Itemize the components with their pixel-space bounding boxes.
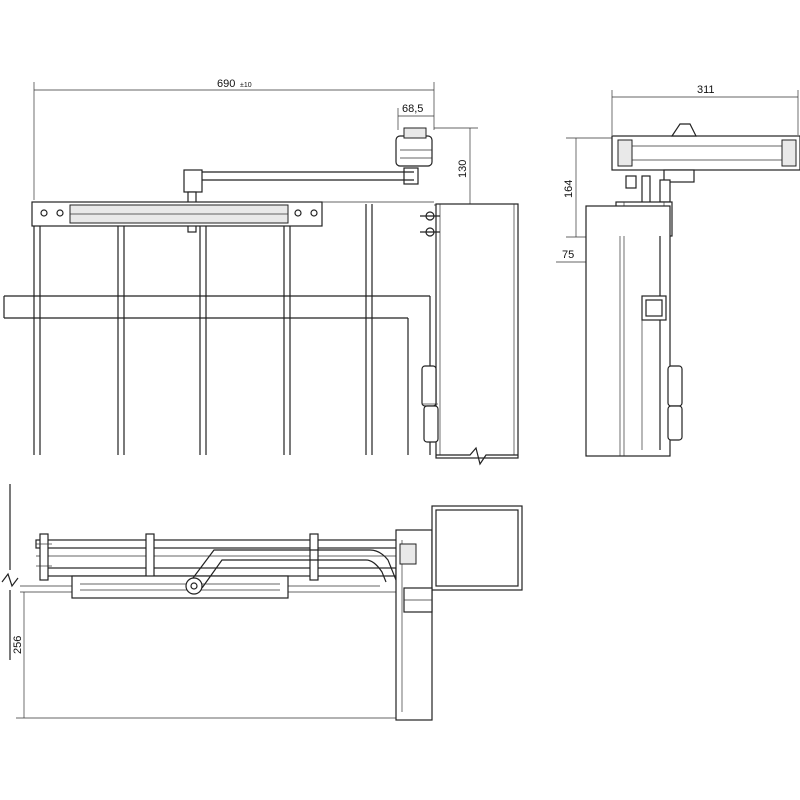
gate-bars (33, 204, 373, 455)
mounting-plate-front (31, 201, 434, 227)
plan-rails (35, 539, 399, 577)
dimension-label-68-5: 68,5 (402, 103, 423, 115)
post-front (420, 203, 519, 466)
front-view: 690 ±10 68,5 130 (3, 78, 519, 466)
post-plan (395, 505, 523, 721)
hinge-side (667, 365, 683, 441)
hinge-front (421, 365, 439, 443)
plan-bolts (36, 533, 319, 581)
dimension-311: 311 (611, 84, 799, 135)
closer-body-front (395, 127, 433, 185)
dimension-130: 130 (434, 127, 478, 206)
closer-arm-plan (185, 549, 397, 595)
post-side (585, 205, 671, 457)
dimension-68-5: 68,5 (397, 103, 434, 130)
closer-body-side (611, 123, 800, 183)
dimension-tolerance: ±10 (240, 82, 252, 89)
dimension-label-164: 164 (563, 180, 575, 198)
dimension-690: 690 ±10 (33, 78, 435, 200)
dimension-label-130: 130 (457, 160, 469, 178)
dimension-label-75: 75 (562, 249, 574, 261)
dimension-label-690: 690 (217, 78, 235, 90)
dimension-label-311: 311 (697, 84, 715, 96)
side-view: 311 164 75 (556, 84, 800, 457)
dimension-256: 256 (12, 592, 396, 719)
plan-view: 256 (1, 484, 523, 721)
dimension-label-256: 256 (12, 636, 24, 654)
closer-body-plan (71, 575, 289, 599)
